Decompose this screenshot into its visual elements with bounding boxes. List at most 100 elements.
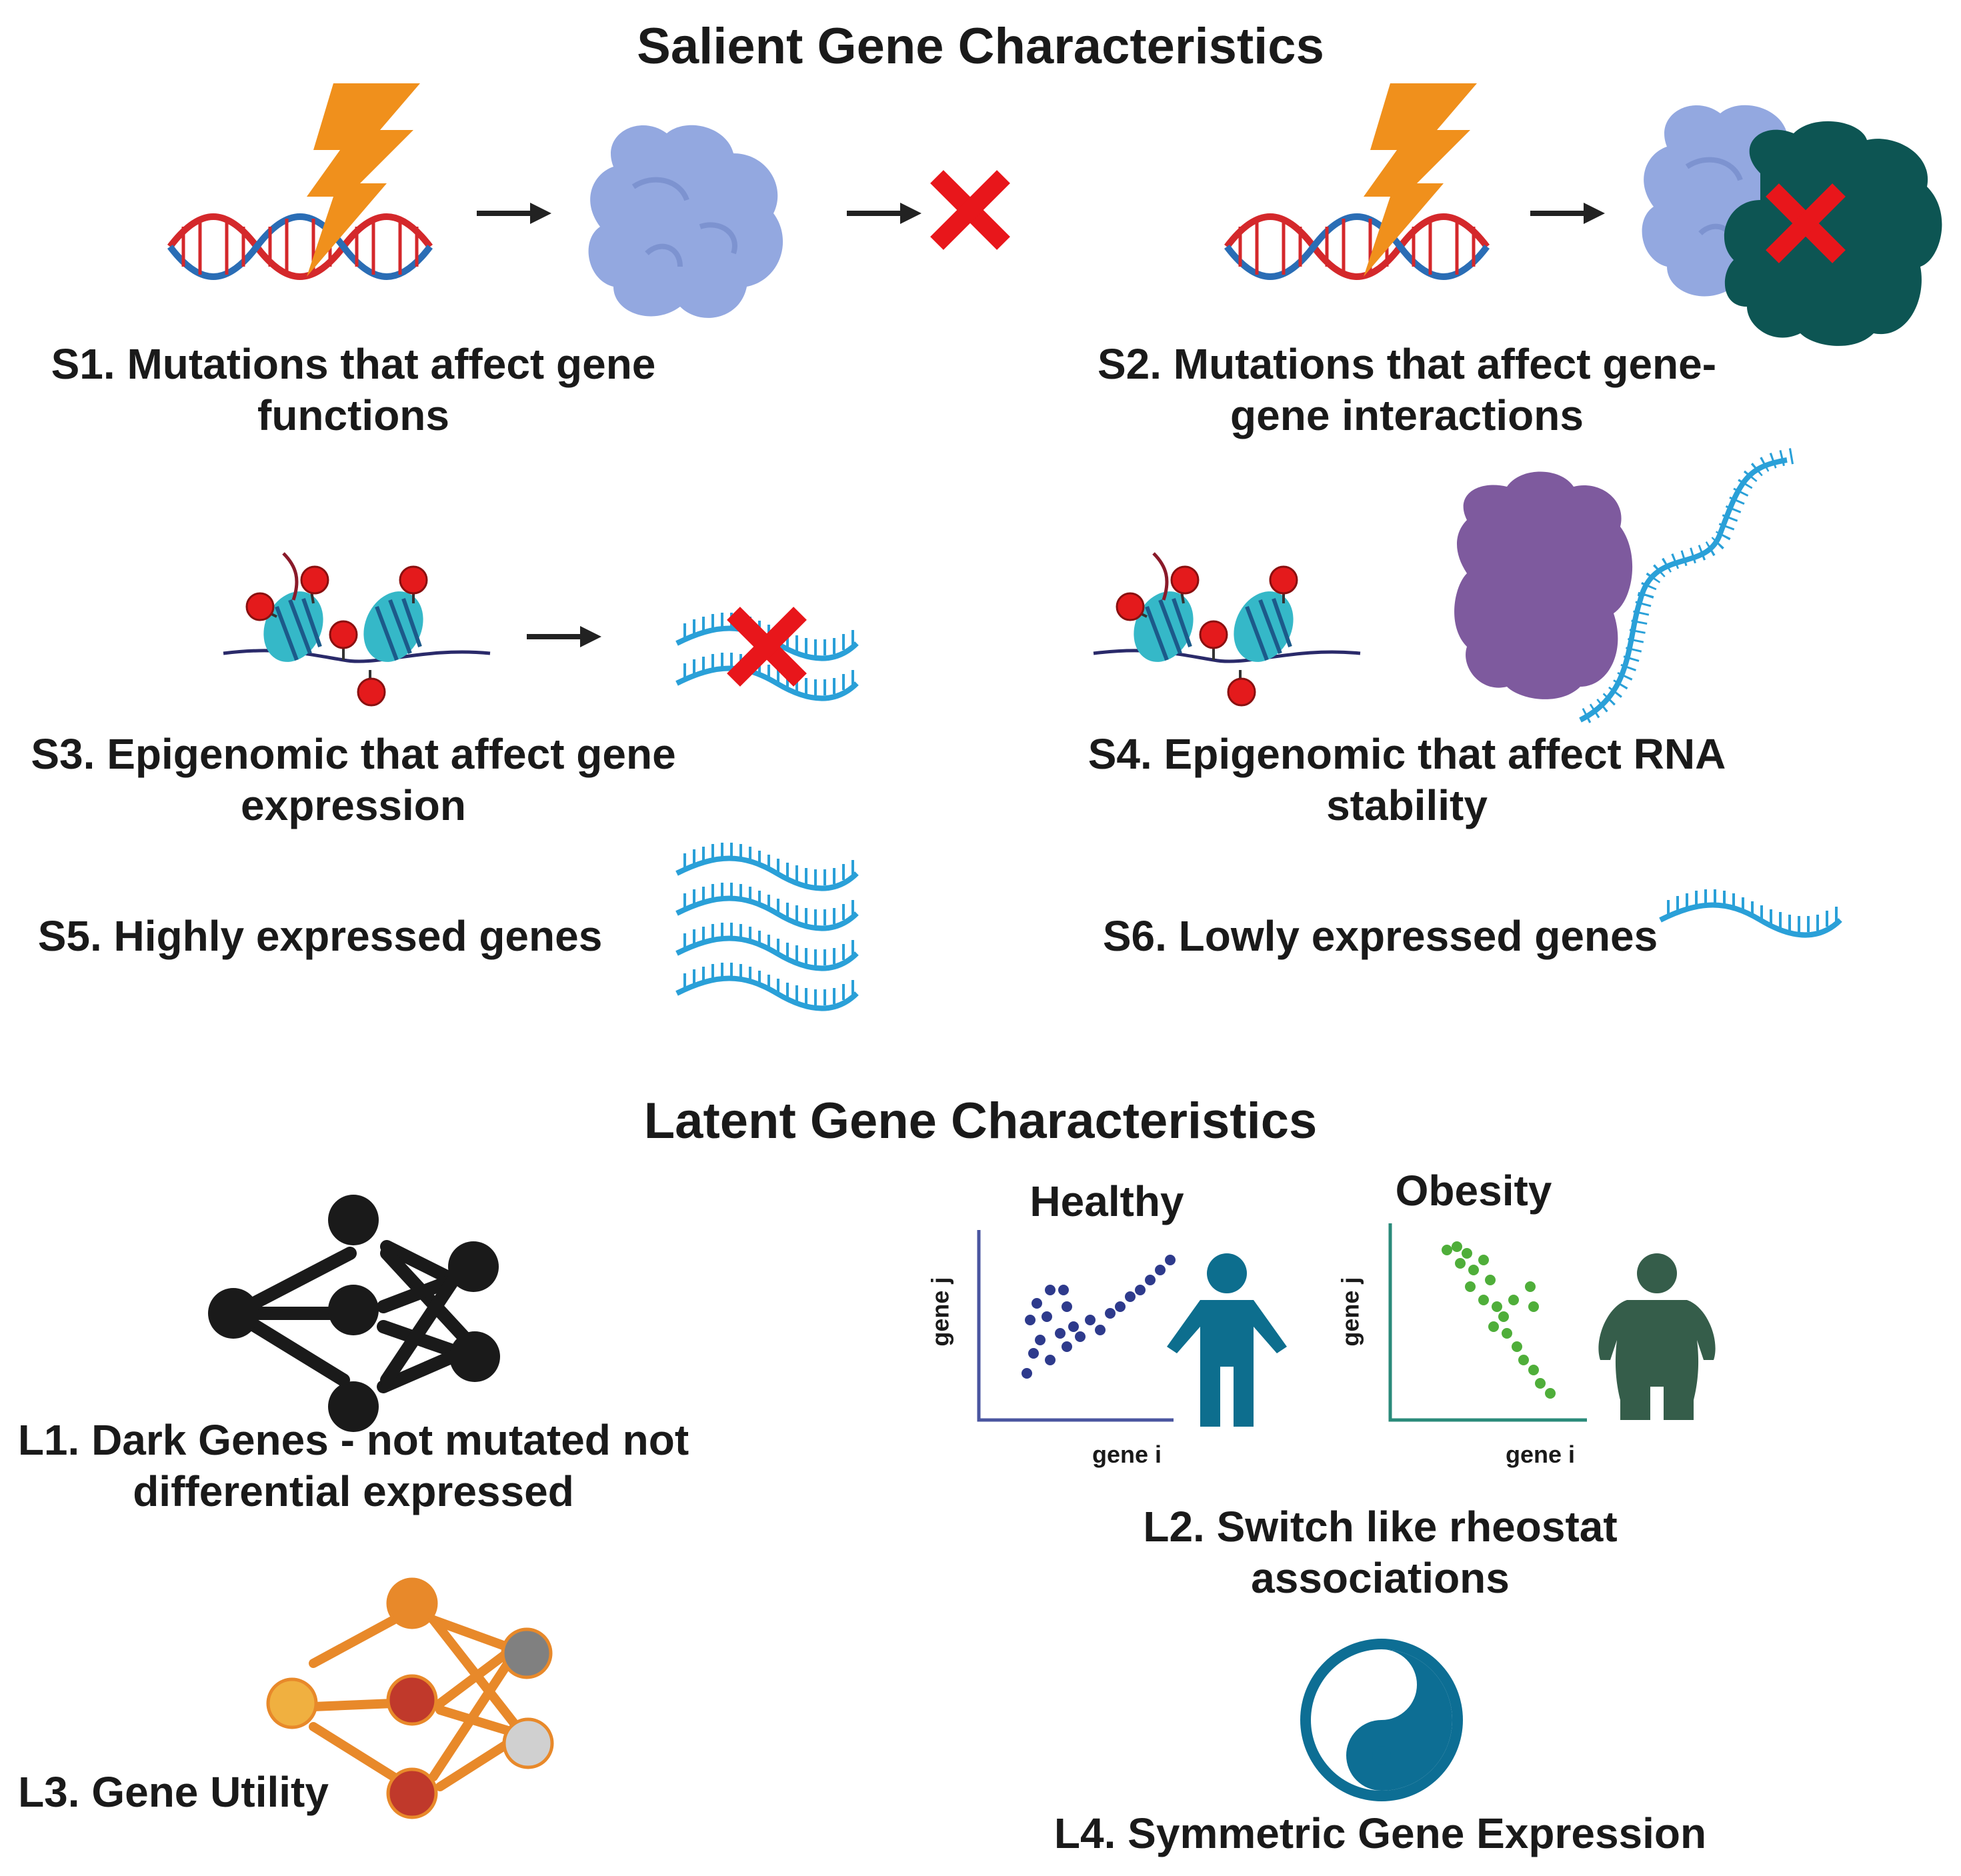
dna-icon [1227, 217, 1487, 277]
obesity-point [1508, 1295, 1519, 1305]
healthy-point [1125, 1291, 1136, 1302]
arrow-icon [1530, 203, 1605, 224]
l4-label: L4. Symmetric Gene Expression [1054, 1809, 1707, 1857]
s2-label: S2. Mutations that affect gene- gene int… [1067, 339, 1747, 441]
chromatin-icon [1094, 553, 1360, 705]
healthy-point [1105, 1308, 1116, 1319]
healthy-point [1115, 1301, 1126, 1312]
yin-yang-icon [1300, 1639, 1463, 1801]
obesity-axes [1388, 1223, 1587, 1422]
cross-icon [733, 613, 800, 680]
healthy-point [1085, 1315, 1096, 1325]
obesity-point [1485, 1275, 1496, 1285]
s3-illustration [223, 553, 857, 705]
partner-protein-icon [1724, 121, 1942, 346]
healthy-point [1165, 1255, 1176, 1265]
healthy-point [1145, 1275, 1156, 1285]
s6-illustration [1660, 889, 1840, 935]
obesity-point [1442, 1245, 1452, 1255]
s1-line-2: functions [257, 391, 449, 439]
s2-illustration [1227, 83, 1942, 346]
s5-label: S5. Highly expressed genes [37, 912, 603, 960]
healthy-scatter [977, 1230, 1287, 1427]
obesity-point [1535, 1378, 1546, 1389]
arrow-icon [847, 203, 921, 224]
l3-network-icon [266, 1577, 554, 1819]
healthy-point [1095, 1325, 1106, 1335]
s4-illustration [1094, 448, 1794, 723]
healthy-point [1045, 1285, 1056, 1295]
obesity-point [1455, 1258, 1466, 1269]
s5-illustration [677, 843, 857, 1009]
healthy-xlabel: gene i [1092, 1441, 1162, 1468]
cross-icon [937, 177, 1004, 243]
healthy-point [1045, 1355, 1056, 1365]
obesity-point [1462, 1248, 1472, 1259]
l2-label: L2. Switch like rheostat associations [1040, 1501, 1720, 1604]
obesity-point [1452, 1241, 1462, 1252]
healthy-point [1062, 1301, 1072, 1312]
obesity-title: Obesity [1395, 1167, 1552, 1215]
obesity-point [1528, 1301, 1539, 1312]
obesity-point [1478, 1255, 1489, 1265]
obesity-point [1488, 1321, 1499, 1332]
l1-line-2: differential expressed [133, 1467, 574, 1515]
dna-icon [170, 217, 430, 277]
obesity-point [1502, 1328, 1512, 1339]
l2-line-2: associations [1251, 1553, 1510, 1602]
obesity-point [1518, 1355, 1529, 1365]
healthy-point [1042, 1311, 1052, 1322]
obesity-point [1545, 1388, 1556, 1399]
healthy-point [1022, 1368, 1032, 1379]
healthy-point [1062, 1341, 1072, 1352]
healthy-point [1035, 1335, 1046, 1345]
healthy-point [1155, 1265, 1166, 1275]
obesity-point [1465, 1281, 1476, 1292]
chromatin-icon [223, 553, 490, 705]
l3-label: L3. Gene Utility [18, 1768, 329, 1816]
s2-line-1: S2. Mutations that affect gene- [1097, 340, 1717, 388]
rna-strand-icon [1579, 457, 1788, 723]
obesity-point [1512, 1341, 1522, 1352]
s1-illustration [170, 83, 1004, 318]
s3-line-2: expression [241, 781, 466, 829]
s2-line-2: gene interactions [1230, 391, 1584, 439]
protein-icon [589, 125, 783, 318]
obesity-point [1492, 1301, 1502, 1312]
healthy-point [1028, 1348, 1039, 1359]
healthy-axes [977, 1230, 1174, 1422]
lightning-icon [1364, 83, 1477, 277]
obesity-scatter [1388, 1223, 1716, 1422]
s4-line-1: S4. Epigenomic that affect RNA [1088, 730, 1726, 778]
arrow-icon [477, 203, 551, 224]
rna-binding-protein-icon [1454, 471, 1633, 699]
obesity-point [1478, 1295, 1489, 1305]
obesity-point [1525, 1281, 1536, 1292]
salient-heading: Salient Gene Characteristics [637, 18, 1324, 75]
healthy-point [1135, 1285, 1146, 1295]
s1-line-1: S1. Mutations that affect gene [51, 340, 656, 388]
healthy-person-icon [1167, 1253, 1287, 1427]
s3-line-1: S3. Epigenomic that affect gene [31, 730, 676, 778]
healthy-point [1075, 1331, 1086, 1342]
obesity-person-icon [1598, 1253, 1716, 1420]
s3-label: S3. Epigenomic that affect gene expressi… [13, 729, 693, 831]
healthy-point [1055, 1328, 1066, 1339]
healthy-point [1025, 1315, 1036, 1325]
healthy-point [1068, 1321, 1079, 1332]
healthy-title: Healthy [1030, 1177, 1184, 1225]
healthy-point [1032, 1298, 1042, 1309]
healthy-point [1058, 1285, 1069, 1295]
lightning-icon [307, 83, 420, 277]
obesity-xlabel: gene i [1505, 1441, 1576, 1468]
arrow-icon [527, 626, 601, 647]
rna-icon [1660, 889, 1840, 935]
s4-label: S4. Epigenomic that affect RNA stability [1067, 729, 1747, 831]
l1-network-icon [208, 1195, 500, 1432]
obesity-point [1468, 1265, 1479, 1275]
obesity-point [1498, 1311, 1509, 1322]
rna-icon [677, 843, 857, 889]
obesity-point [1528, 1365, 1539, 1375]
s6-label: S6. Lowly expressed genes [1102, 912, 1658, 960]
